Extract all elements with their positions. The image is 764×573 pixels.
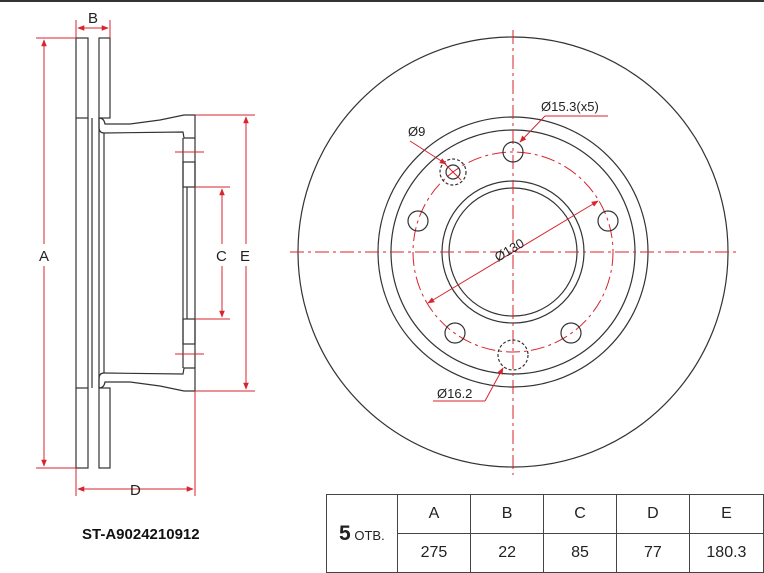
small-hole-label: Ø9 [408, 124, 425, 139]
dim-label-e: E [240, 248, 250, 265]
pcd-label: Ø130 [492, 235, 527, 264]
header-b: B [470, 494, 545, 534]
value-a: 275 [396, 533, 472, 573]
header-a: A [396, 494, 472, 534]
header-e: E [688, 494, 764, 534]
dim-label-b: B [88, 10, 98, 27]
dimensions-table: 5 ОТВ. A B C D E 275 22 85 77 180.3 [326, 494, 764, 573]
value-c: 85 [543, 533, 617, 573]
part-number: ST-A9024210912 [82, 526, 200, 543]
value-e: 180.3 [688, 533, 764, 573]
front-view: Ø15.3(x5) Ø9 Ø130 Ø16.2 [290, 30, 740, 475]
dim-label-d: D [130, 482, 141, 499]
bolt-holes [407, 141, 619, 344]
center-hole [497, 339, 529, 371]
dim-label-a: A [39, 248, 49, 265]
holes-unit: ОТВ. [354, 527, 385, 543]
small-hole [445, 164, 461, 180]
bolt-hole [502, 141, 524, 163]
value-b: 22 [470, 533, 545, 573]
dim-label-c: C [216, 248, 227, 265]
bolt-hole [560, 322, 582, 344]
bolt-hole [444, 322, 466, 344]
center-hole-label: Ø16.2 [437, 386, 472, 401]
header-c: C [543, 494, 617, 534]
header-d: D [615, 494, 690, 534]
bolt-hole-label: Ø15.3(x5) [541, 99, 599, 114]
side-section-view: A B C D E [36, 10, 255, 499]
value-d: 77 [615, 533, 690, 573]
holes-count: 5 [339, 521, 351, 545]
holes-count-cell: 5 ОТВ. [326, 494, 398, 573]
